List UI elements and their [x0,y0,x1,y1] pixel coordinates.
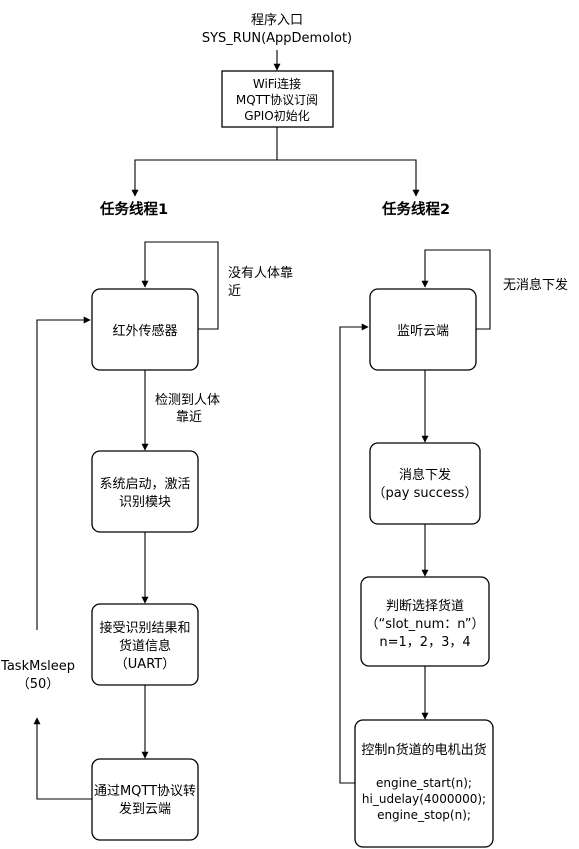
edge-init-to-thread2 [277,159,420,197]
thread1-node-forward-to-cloud [91,758,199,841]
thread1-edge-label-line1: 检测到人体 [155,393,220,408]
thread1-node1-line1: 红外传感器 [112,323,177,339]
edge-init-to-thread1 [131,127,278,197]
thread1-title: 任务线程1 [99,200,168,218]
edge-thread1-self-loop [141,241,219,330]
thread2-node2-line2: （pay success） [373,486,478,501]
edge-thread1-back-upper [36,316,91,630]
init-box-line1: WiFi连接 [253,76,301,91]
thread2-node1-line1: 监听云端 [397,324,449,339]
entry-label-line2: SYS_RUN(AppDemoIot) [202,31,352,46]
thread1-loop-label-line2: 近 [228,284,241,299]
edge-thread2-back-loop [339,323,369,784]
thread2-node-message-push [369,442,481,525]
thread2-node3-line1: 判断选择货道 [386,598,464,614]
thread1-edge-label-line2: 靠近 [176,410,202,425]
thread1-back-label-line2: （50） [17,677,60,692]
thread2-node3-line2: （“slot_num：n”） [365,617,484,632]
thread2-title: 任务线程2 [381,200,450,218]
thread2-node4-line3: engine_start(n); [376,776,472,790]
thread1-node3-line1: 接受识别结果和 [99,620,190,636]
thread2-node4-line5: engine_stop(n); [377,808,471,822]
thread2-loop-label-line1: 无消息下发 [503,277,568,293]
thread1-node4-line1: 通过MQTT协议转 [94,784,196,799]
thread1-node2-line2: 识别模块 [119,495,171,510]
edge-thread1-back-lower [33,717,92,800]
thread2-node3-line3: n=1，2，3，4 [379,635,470,650]
thread1-node3-line3: （UART） [115,657,175,672]
thread1-back-label-line1: TaskMsleep [0,659,75,674]
thread2-node4-line4: hi_udelay(4000000); [362,792,486,806]
thread1-node3-line2: 货道信息 [119,638,171,654]
edge-thread2-self-loop [421,249,491,330]
thread2-node2-line1: 消息下发 [399,467,451,483]
thread1-loop-label-line1: 没有人体靠 [228,266,293,281]
thread2-node4-line1: 控制n货道的电机出货 [361,742,486,758]
init-box-line3: GPIO初始化 [244,109,310,123]
thread1-node2-line1: 系统启动，激活 [99,477,190,492]
thread1-node4-line2: 发到云端 [119,801,171,817]
entry-label-line1: 程序入口 [251,13,303,28]
init-box-line2: MQTT协议订阅 [236,92,318,107]
